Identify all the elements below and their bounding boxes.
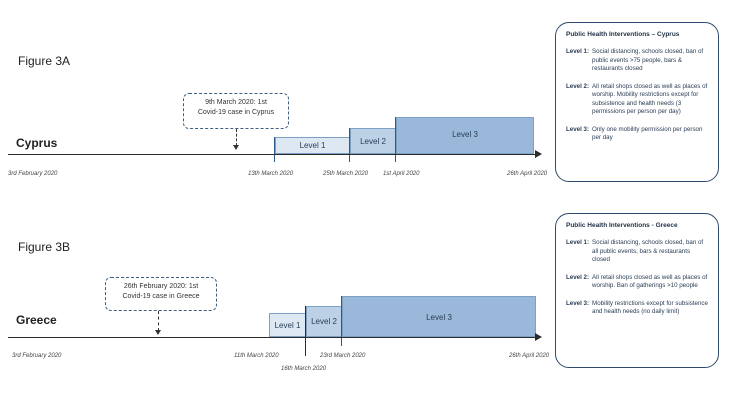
cyprus-tick-level-1 bbox=[274, 137, 275, 162]
panel-level-1: Level 1: Social distancing, schools clos… bbox=[566, 48, 708, 74]
cyprus-level-3-bar: Level 3 bbox=[396, 117, 534, 154]
cyprus-timeline-axis bbox=[8, 154, 536, 155]
callout-line-2: Covid-19 case in Cyprus bbox=[197, 109, 275, 116]
callout-pointer bbox=[158, 311, 159, 331]
panel-title: Public Health Interventions – Cyprus bbox=[566, 31, 680, 38]
level-description: All retail shops closed as well as place… bbox=[592, 273, 708, 290]
level-description: Mobility restrictions except for subsist… bbox=[592, 299, 708, 316]
callout-line-1: 26th February 2020: 1st bbox=[123, 283, 199, 290]
level-name: Level 1: bbox=[566, 48, 590, 55]
greece-timeline-axis bbox=[8, 337, 536, 338]
callout-pointer-head bbox=[233, 145, 239, 150]
cyprus-date-start: 3rd February 2020 bbox=[8, 171, 58, 177]
greece-date-end: 26th April 2020 bbox=[509, 353, 550, 359]
panel-level-2: Level 2: All retail shops closed as well… bbox=[566, 274, 708, 291]
greece-interventions-panel: Public Health Interventions - Greece Lev… bbox=[555, 213, 719, 368]
greece-level-3-bar: Level 3 bbox=[342, 296, 536, 337]
level-name: Level 3: bbox=[566, 299, 590, 307]
greece-level-2-bar: Level 2 bbox=[306, 306, 342, 337]
level-name: Level 1: bbox=[566, 239, 590, 246]
cyprus-date-level-3: 1st April 2020 bbox=[383, 171, 420, 177]
greece-date-level-2: 23rd March 2020 bbox=[320, 353, 366, 359]
callout-line-2: Covid-19 case in Greece bbox=[122, 293, 200, 300]
greece-axis-arrow-icon bbox=[535, 333, 542, 341]
callout-pointer bbox=[236, 129, 237, 146]
cyprus-level-1-bar: Level 1 bbox=[275, 137, 350, 154]
greece-date-start: 3rd February 2020 bbox=[12, 353, 62, 359]
callout-line-1: 9th March 2020: 1st bbox=[205, 99, 267, 106]
level-description: All retail shops closed as well as place… bbox=[592, 82, 708, 116]
cyprus-tick-level-3 bbox=[395, 117, 396, 162]
greece-date-level-1: 11th March 2020 bbox=[234, 353, 279, 359]
cyprus-level-2-bar: Level 2 bbox=[350, 128, 396, 154]
level-name: Level 2: bbox=[566, 82, 590, 90]
cyprus-date-end: 26th April 2020 bbox=[507, 171, 548, 177]
level-name: Level 2: bbox=[566, 273, 590, 281]
level-description: Social distancing, schools closed, ban o… bbox=[592, 48, 704, 72]
cyprus-date-level-1: 13th March 2020 bbox=[248, 171, 294, 177]
panel-level-3: Level 3: Mobility restrictions except fo… bbox=[566, 300, 708, 317]
greece-level-1-bar: Level 1 bbox=[269, 313, 306, 337]
level-name: Level 3: bbox=[566, 125, 590, 133]
cyprus-tick-level-2 bbox=[349, 128, 350, 162]
country-label-greece: Greece bbox=[16, 313, 57, 327]
level-description: Only one mobility permission per person … bbox=[592, 125, 703, 142]
cyprus-date-level-2: 25th March 2020 bbox=[323, 171, 369, 177]
greece-date-level-1b: 16th March 2020 bbox=[281, 366, 327, 372]
country-label-cyprus: Cyprus bbox=[16, 136, 58, 150]
figure-3b-title: Figure 3B bbox=[18, 240, 71, 254]
cyprus-axis-arrow-icon bbox=[535, 150, 542, 158]
greece-tick-level-3 bbox=[341, 296, 342, 346]
panel-level-1: Level 1: Social distancing, schools clos… bbox=[566, 239, 708, 265]
panel-level-2: Level 2: All retail shops closed as well… bbox=[566, 83, 708, 117]
level-description: Social distancing, schools closed, ban o… bbox=[592, 239, 704, 263]
greece-first-case-callout: 26th February 2020: 1st Covid-19 case in… bbox=[105, 277, 217, 311]
callout-pointer-head bbox=[155, 330, 161, 335]
greece-tick-level-2 bbox=[305, 306, 306, 356]
panel-level-3: Level 3: Only one mobility permission pe… bbox=[566, 126, 708, 143]
cyprus-interventions-panel: Public Health Interventions – Cyprus Lev… bbox=[555, 22, 719, 182]
panel-title: Public Health Interventions - Greece bbox=[566, 222, 678, 229]
cyprus-first-case-callout: 9th March 2020: 1st Covid-19 case in Cyp… bbox=[183, 93, 289, 129]
figure-3a-title: Figure 3A bbox=[18, 54, 71, 68]
